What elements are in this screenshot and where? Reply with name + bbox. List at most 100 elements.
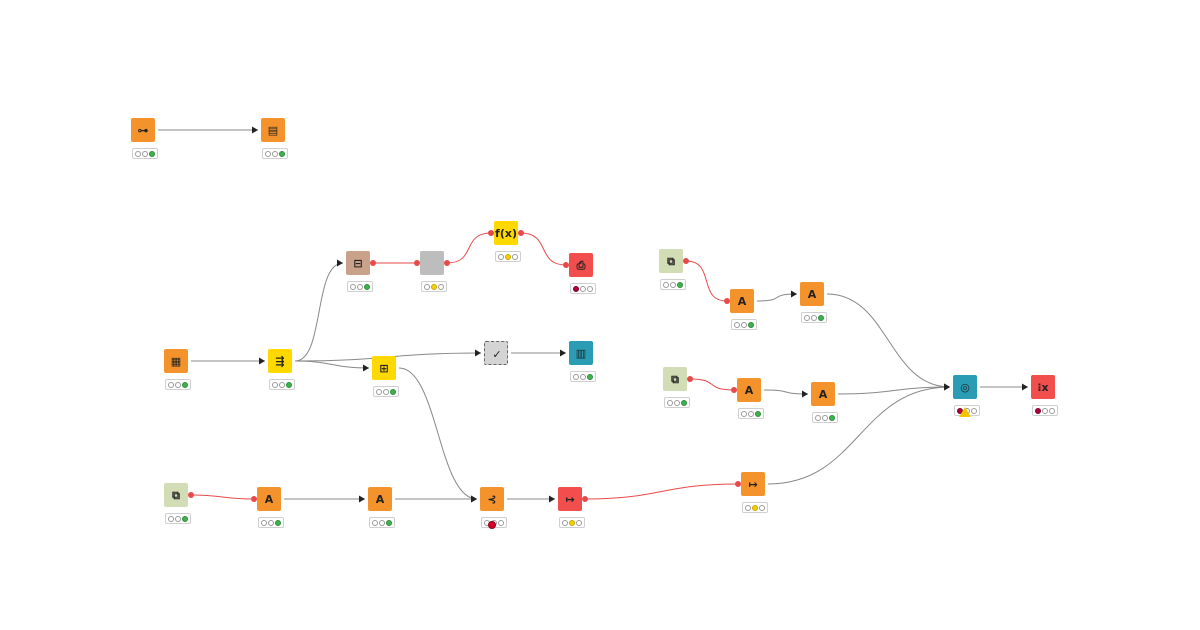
workflow-node[interactable]: ↦ bbox=[741, 472, 765, 496]
node-status-traffic-light bbox=[570, 371, 596, 382]
status-light-empty bbox=[811, 314, 817, 321]
status-light-empty bbox=[168, 381, 174, 388]
workflow-node[interactable]: ⊟ bbox=[346, 251, 370, 275]
workflow-node[interactable]: ⊞ bbox=[372, 356, 396, 380]
connection-n4-n11[interactable] bbox=[294, 360, 370, 369]
workflow-node[interactable]: ▦ bbox=[164, 349, 188, 373]
connection-n21-n22[interactable] bbox=[689, 378, 735, 391]
status-light-green bbox=[182, 381, 188, 388]
workflow-node[interactable]: ⎙ bbox=[569, 253, 593, 277]
connection-n19-n20[interactable] bbox=[756, 293, 798, 302]
data-in-port-icon[interactable] bbox=[337, 259, 343, 267]
workflow-node[interactable]: ⊶ bbox=[131, 118, 155, 142]
status-light-empty bbox=[512, 253, 518, 260]
flow-variable-out-port[interactable] bbox=[188, 492, 194, 498]
data-in-port-icon[interactable] bbox=[549, 495, 555, 503]
connection-n23-n24[interactable] bbox=[837, 386, 951, 395]
status-light-empty bbox=[498, 519, 504, 526]
workflow-node[interactable]: ⧉ bbox=[663, 367, 687, 391]
workflow-node[interactable]: ↦ bbox=[558, 487, 582, 511]
workflow-node[interactable] bbox=[420, 251, 444, 275]
warning-icon[interactable] bbox=[959, 407, 971, 417]
data-in-port-icon[interactable] bbox=[363, 364, 369, 372]
flow-variable-out-port[interactable] bbox=[518, 230, 524, 236]
node-status-traffic-light bbox=[421, 281, 447, 292]
flow-variable-in-port[interactable] bbox=[724, 298, 730, 304]
node-status-traffic-light bbox=[165, 379, 191, 390]
workflow-node[interactable]: ▤ bbox=[261, 118, 285, 142]
workflow-node[interactable]: ⇶ bbox=[268, 349, 292, 373]
data-in-port-icon[interactable] bbox=[944, 383, 950, 391]
status-light-red bbox=[1035, 407, 1041, 414]
data-in-port-icon[interactable] bbox=[471, 495, 477, 503]
status-light-empty bbox=[1049, 407, 1055, 414]
flow-variable-in-port[interactable] bbox=[251, 496, 257, 502]
workflow-node[interactable]: ⧉ bbox=[164, 483, 188, 507]
connection-n20-n24[interactable] bbox=[826, 293, 951, 388]
flow-variable-in-port[interactable] bbox=[414, 260, 420, 266]
flow-variable-out-port[interactable] bbox=[683, 258, 689, 264]
workflow-node[interactable]: ✓ bbox=[484, 341, 508, 365]
status-light-empty bbox=[573, 373, 579, 380]
node-status-traffic-light bbox=[664, 397, 690, 408]
flow-variable-in-port[interactable] bbox=[731, 387, 737, 393]
workflow-node[interactable]: A bbox=[730, 289, 754, 313]
node-status-traffic-light bbox=[570, 283, 596, 294]
status-light-red bbox=[573, 285, 579, 292]
data-in-port-icon[interactable] bbox=[252, 126, 258, 134]
connection-n6-n7[interactable] bbox=[446, 232, 492, 264]
flow-variable-out-port[interactable] bbox=[370, 260, 376, 266]
connection-n18-n19[interactable] bbox=[685, 260, 728, 302]
flow-variable-out-port[interactable] bbox=[687, 376, 693, 382]
status-light-empty bbox=[372, 519, 378, 526]
workflow-node[interactable]: A bbox=[737, 378, 761, 402]
workflow-node[interactable]: A bbox=[257, 487, 281, 511]
data-in-port-icon[interactable] bbox=[802, 390, 808, 398]
status-light-green bbox=[390, 388, 396, 395]
workflow-node[interactable]: A bbox=[800, 282, 824, 306]
table-view-icon: ⊞ bbox=[379, 361, 389, 375]
data-in-port-icon[interactable] bbox=[259, 357, 265, 365]
connection-n16-n17[interactable] bbox=[584, 483, 739, 500]
error-icon[interactable] bbox=[488, 521, 496, 529]
connection-n7-n8[interactable] bbox=[520, 232, 567, 266]
function-icon: f(x) bbox=[495, 226, 517, 240]
workflow-node[interactable]: ◎ bbox=[953, 375, 977, 399]
connection-n11-n15[interactable] bbox=[398, 367, 478, 500]
data-in-port-icon[interactable] bbox=[791, 290, 797, 298]
connection-n17-n24[interactable] bbox=[767, 386, 951, 485]
workflow-node[interactable]: f(x) bbox=[494, 221, 518, 245]
flow-variable-out-port[interactable] bbox=[582, 496, 588, 502]
status-light-empty bbox=[759, 504, 765, 511]
connection-n4-n5[interactable] bbox=[294, 262, 344, 362]
status-light-empty bbox=[815, 414, 821, 421]
data-in-port-icon[interactable] bbox=[1022, 383, 1028, 391]
node-status-traffic-light bbox=[1032, 405, 1058, 416]
workflow-node[interactable]: ⧉ bbox=[659, 249, 683, 273]
workflow-node[interactable]: A bbox=[811, 382, 835, 406]
flow-variable-in-port[interactable] bbox=[563, 262, 569, 268]
data-in-port-icon[interactable] bbox=[560, 349, 566, 357]
flow-variable-in-port[interactable] bbox=[735, 481, 741, 487]
workflow-node[interactable]: ▥ bbox=[569, 341, 593, 365]
table-creator-icon: ▦ bbox=[170, 354, 182, 368]
filter-a-icon: A bbox=[264, 492, 274, 506]
workflow-node[interactable]: ⁝x bbox=[1031, 375, 1055, 399]
status-light-green bbox=[818, 314, 824, 321]
workflow-node[interactable]: A bbox=[368, 487, 392, 511]
connection-n22-n23[interactable] bbox=[763, 389, 809, 395]
workflow-node[interactable]: ⊰ bbox=[480, 487, 504, 511]
filter-a-icon: A bbox=[375, 492, 385, 506]
node-status-traffic-light bbox=[812, 412, 838, 423]
flow-variable-in-port[interactable] bbox=[488, 230, 494, 236]
node-status-traffic-light bbox=[373, 386, 399, 397]
connection-n12-n13[interactable] bbox=[190, 494, 255, 500]
status-light-green bbox=[677, 281, 683, 288]
status-light-empty bbox=[562, 519, 568, 526]
node-status-traffic-light bbox=[269, 379, 295, 390]
status-light-green bbox=[829, 414, 835, 421]
flow-variable-out-port[interactable] bbox=[444, 260, 450, 266]
data-in-port-icon[interactable] bbox=[359, 495, 365, 503]
data-in-port-icon[interactable] bbox=[475, 349, 481, 357]
